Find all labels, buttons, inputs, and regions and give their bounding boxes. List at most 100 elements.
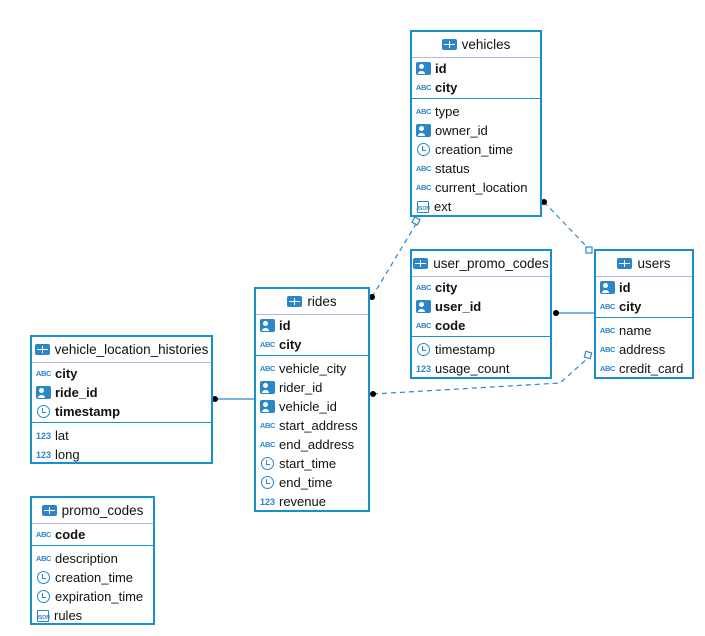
table-header[interactable]: user_promo_codes bbox=[412, 251, 550, 277]
one-end-marker bbox=[583, 350, 593, 360]
column-name: usage_count bbox=[435, 361, 510, 376]
column-name: expiration_time bbox=[55, 589, 144, 604]
column-name: end_address bbox=[279, 437, 355, 452]
column-name: end_time bbox=[279, 475, 333, 490]
abc-icon: ABC bbox=[35, 530, 52, 539]
column-row[interactable]: timestamp bbox=[412, 340, 550, 359]
column-row[interactable]: id bbox=[412, 59, 540, 78]
abc-icon: ABC bbox=[599, 364, 616, 373]
table-header[interactable]: vehicle_location_histories bbox=[32, 337, 211, 363]
column-row[interactable]: timestamp bbox=[32, 402, 211, 421]
rel-vehicles-users[interactable] bbox=[543, 201, 590, 250]
one-end-marker bbox=[585, 246, 593, 254]
column-row[interactable]: end_time bbox=[256, 473, 368, 492]
column-row[interactable]: JSON rules bbox=[32, 606, 153, 625]
abc-icon: ABC bbox=[259, 364, 276, 373]
column-name: description bbox=[55, 551, 118, 566]
column-name: ride_id bbox=[55, 385, 98, 400]
column-name: lat bbox=[55, 428, 69, 443]
table-header[interactable]: vehicles bbox=[412, 32, 540, 58]
column-name: long bbox=[55, 447, 80, 462]
column-row[interactable]: id bbox=[596, 278, 692, 297]
column-name: rider_id bbox=[279, 380, 323, 395]
column-row[interactable]: id bbox=[256, 316, 368, 335]
many-end-marker bbox=[370, 391, 376, 397]
column-name: creation_time bbox=[55, 570, 134, 585]
column-row[interactable]: start_time bbox=[256, 454, 368, 473]
column-row[interactable]: creation_time bbox=[412, 140, 540, 159]
column-name: name bbox=[619, 323, 652, 338]
column-row[interactable]: creation_time bbox=[32, 568, 153, 587]
column-name: start_address bbox=[279, 418, 358, 433]
abc-icon: ABC bbox=[259, 440, 276, 449]
column-name: city bbox=[279, 337, 302, 352]
column-row[interactable]: owner_id bbox=[412, 121, 540, 140]
abc-icon: ABC bbox=[599, 302, 616, 311]
column-name: start_time bbox=[279, 456, 337, 471]
column-name: city bbox=[619, 299, 642, 314]
many-end-marker bbox=[212, 396, 218, 402]
clock-icon bbox=[37, 590, 50, 603]
column-name: city bbox=[435, 80, 458, 95]
table-header[interactable]: promo_codes bbox=[32, 498, 153, 524]
column-row[interactable]: ride_id bbox=[32, 383, 211, 402]
column-name: owner_id bbox=[435, 123, 488, 138]
abc-icon: ABC bbox=[415, 321, 432, 330]
num-icon: 123 bbox=[35, 449, 52, 460]
column-row[interactable]: rider_id bbox=[256, 378, 368, 397]
column-name: vehicle_city bbox=[279, 361, 347, 376]
column-row[interactable]: user_id bbox=[412, 297, 550, 316]
table-title: user_promo_codes bbox=[433, 256, 549, 271]
abc-icon: ABC bbox=[415, 83, 432, 92]
key-icon bbox=[600, 281, 615, 294]
num-icon: 123 bbox=[415, 363, 432, 374]
column-name: credit_card bbox=[619, 361, 684, 376]
clock-icon bbox=[261, 476, 274, 489]
column-row[interactable]: expiration_time bbox=[32, 587, 153, 606]
column-name: rules bbox=[54, 608, 83, 623]
table-header[interactable]: rides bbox=[256, 289, 368, 315]
abc-icon: ABC bbox=[415, 183, 432, 192]
column-name: status bbox=[435, 161, 470, 176]
key-icon bbox=[260, 381, 275, 394]
column-row[interactable]: vehicle_id bbox=[256, 397, 368, 416]
key-icon bbox=[416, 62, 431, 75]
table-icon bbox=[287, 296, 303, 307]
json-icon: JSON bbox=[36, 609, 50, 622]
column-name: code bbox=[55, 527, 86, 542]
table-header[interactable]: users bbox=[596, 251, 692, 277]
